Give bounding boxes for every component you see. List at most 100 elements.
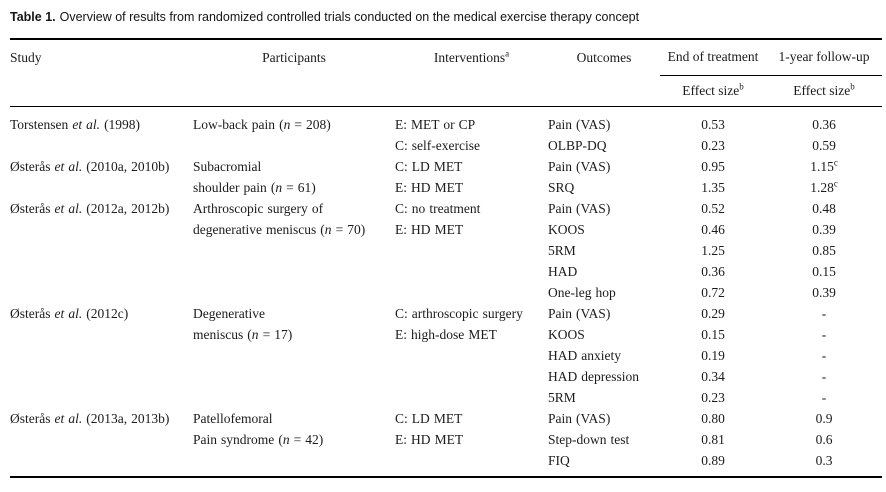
cell-effect-size-end: 0.80	[701, 410, 725, 426]
table-row: Østerås et al. (2012a, 2012b) Arthroscop…	[10, 198, 882, 219]
cell-effect-size-end: 0.23	[701, 389, 725, 405]
cell-participants: Low-back pain (n = 208)	[193, 116, 331, 132]
cell-effect-size-1yr: 1.28c	[810, 178, 838, 195]
column-header-one-year-follow-up: 1-year follow-up	[766, 39, 882, 76]
table-row: Pain syndrome (n = 42) E: HD MET Step-do…	[10, 429, 882, 450]
cell-interventions: C: self-exercise	[395, 137, 481, 153]
cell-effect-size-end: 0.29	[701, 305, 725, 321]
cell-effect-size-1yr: -	[821, 368, 827, 384]
table-row: Østerås et al. (2010a, 2010b) Subacromia…	[10, 156, 882, 177]
cell-study	[10, 177, 193, 198]
cell-participants	[193, 345, 395, 366]
header-spacer	[193, 75, 395, 107]
cell-effect-size-end: 0.19	[701, 347, 725, 363]
cell-outcome: Pain (VAS)	[548, 305, 611, 321]
cell-interventions: E: MET or CP	[395, 116, 476, 132]
cell-outcome: Pain (VAS)	[548, 116, 611, 132]
cell-participants: shoulder pain (n = 61)	[193, 179, 316, 195]
cell-study: Østerås et al. (2010a, 2010b)	[10, 158, 170, 174]
header-row-main: Study Participants Interventionsa Outcom…	[10, 39, 882, 76]
cell-study	[10, 345, 193, 366]
cell-effect-size-1yr: -	[821, 305, 827, 321]
table-row: HAD 0.36 0.15	[10, 261, 882, 282]
subheader-effect-size-end: Effect sizeb	[660, 75, 766, 107]
cell-outcome: HAD	[548, 263, 578, 279]
cell-effect-size-end: 0.46	[701, 221, 725, 237]
cell-effect-size-1yr: -	[821, 347, 827, 363]
cell-study: Østerås et al. (2012c)	[10, 305, 129, 321]
table-row: 5RM 0.23 -	[10, 387, 882, 408]
table-row: 5RM 1.25 0.85	[10, 240, 882, 261]
cell-effect-size-end: 0.53	[701, 116, 725, 132]
cell-study	[10, 219, 193, 240]
table-row: One-leg hop 0.72 0.39	[10, 282, 882, 303]
cell-effect-size-1yr: 0.59	[812, 137, 836, 153]
header-spacer	[395, 75, 548, 107]
table-body: Torstensen et al. (1998) Low-back pain (…	[10, 106, 882, 477]
cell-participants	[193, 387, 395, 408]
cell-interventions	[395, 240, 548, 261]
cell-outcome: 5RM	[548, 389, 576, 405]
cell-participants	[193, 366, 395, 387]
cell-participants: degenerative meniscus (n = 70)	[193, 221, 366, 237]
table-caption-text: Overview of results from randomized cont…	[59, 10, 640, 24]
table-row: Torstensen et al. (1998) Low-back pain (…	[10, 106, 882, 135]
cell-study	[10, 261, 193, 282]
cell-interventions: C: LD MET	[395, 158, 463, 174]
cell-outcome: SRQ	[548, 179, 575, 195]
cell-participants	[193, 261, 395, 282]
table-row: shoulder pain (n = 61) E: HD MET SRQ 1.3…	[10, 177, 882, 198]
cell-outcome: 5RM	[548, 242, 576, 258]
cell-effect-size-1yr: 0.48	[812, 200, 836, 216]
cell-effect-size-end: 0.89	[701, 452, 725, 468]
cell-effect-size-end: 0.81	[701, 431, 725, 447]
cell-effect-size-end: 0.15	[701, 326, 725, 342]
cell-participants: Pain syndrome (n = 42)	[193, 431, 324, 447]
table-caption: Table 1.Overview of results from randomi…	[0, 0, 886, 25]
cell-outcome: Pain (VAS)	[548, 158, 611, 174]
cell-effect-size-1yr: 0.3	[815, 452, 833, 468]
cell-effect-size-1yr: -	[821, 326, 827, 342]
cell-interventions: E: HD MET	[395, 431, 464, 447]
cell-outcome: Step-down test	[548, 431, 630, 447]
header-spacer	[10, 75, 193, 107]
cell-effect-size-end: 0.95	[701, 158, 725, 174]
column-header-outcomes: Outcomes	[576, 49, 632, 65]
cell-study	[10, 135, 193, 156]
cell-study	[10, 450, 193, 477]
cell-participants: Arthroscopic surgery of	[193, 200, 324, 216]
cell-study	[10, 282, 193, 303]
cell-effect-size-end: 1.25	[701, 242, 725, 258]
cell-study	[10, 324, 193, 345]
table-row: meniscus (n = 17) E: high-dose MET KOOS …	[10, 324, 882, 345]
header-row-sub: Effect sizeb Effect sizeb	[10, 75, 882, 107]
cell-effect-size-1yr: 0.39	[812, 284, 836, 300]
subheader-effect-size-1yr: Effect sizeb	[766, 75, 882, 107]
cell-outcome: KOOS	[548, 221, 585, 237]
table-row: degenerative meniscus (n = 70) E: HD MET…	[10, 219, 882, 240]
cell-effect-size-1yr: 0.6	[815, 431, 833, 447]
cell-effect-size-end: 0.72	[701, 284, 725, 300]
cell-participants: meniscus (n = 17)	[193, 326, 293, 342]
column-header-interventions: Interventionsa	[433, 48, 510, 65]
table-header: Study Participants Interventionsa Outcom…	[10, 39, 882, 107]
cell-effect-size-end: 0.34	[701, 368, 725, 384]
cell-outcome: Pain (VAS)	[548, 200, 611, 216]
cell-interventions	[395, 366, 548, 387]
cell-study	[10, 387, 193, 408]
column-header-participants: Participants	[262, 49, 326, 65]
cell-interventions: E: HD MET	[395, 179, 464, 195]
cell-interventions	[395, 450, 548, 477]
cell-effect-size-1yr: 0.85	[812, 242, 836, 258]
cell-effect-size-1yr: 0.39	[812, 221, 836, 237]
cell-study: Østerås et al. (2013a, 2013b)	[10, 410, 170, 426]
cell-study	[10, 366, 193, 387]
cell-outcome: Pain (VAS)	[548, 410, 611, 426]
cell-outcome: KOOS	[548, 326, 585, 342]
cell-interventions	[395, 282, 548, 303]
cell-interventions	[395, 345, 548, 366]
cell-effect-size-end: 0.23	[701, 137, 725, 153]
cell-effect-size-1yr: 0.9	[815, 410, 833, 426]
table-row: HAD anxiety 0.19 -	[10, 345, 882, 366]
table-row: Østerås et al. (2012c) Degenerative C: a…	[10, 303, 882, 324]
